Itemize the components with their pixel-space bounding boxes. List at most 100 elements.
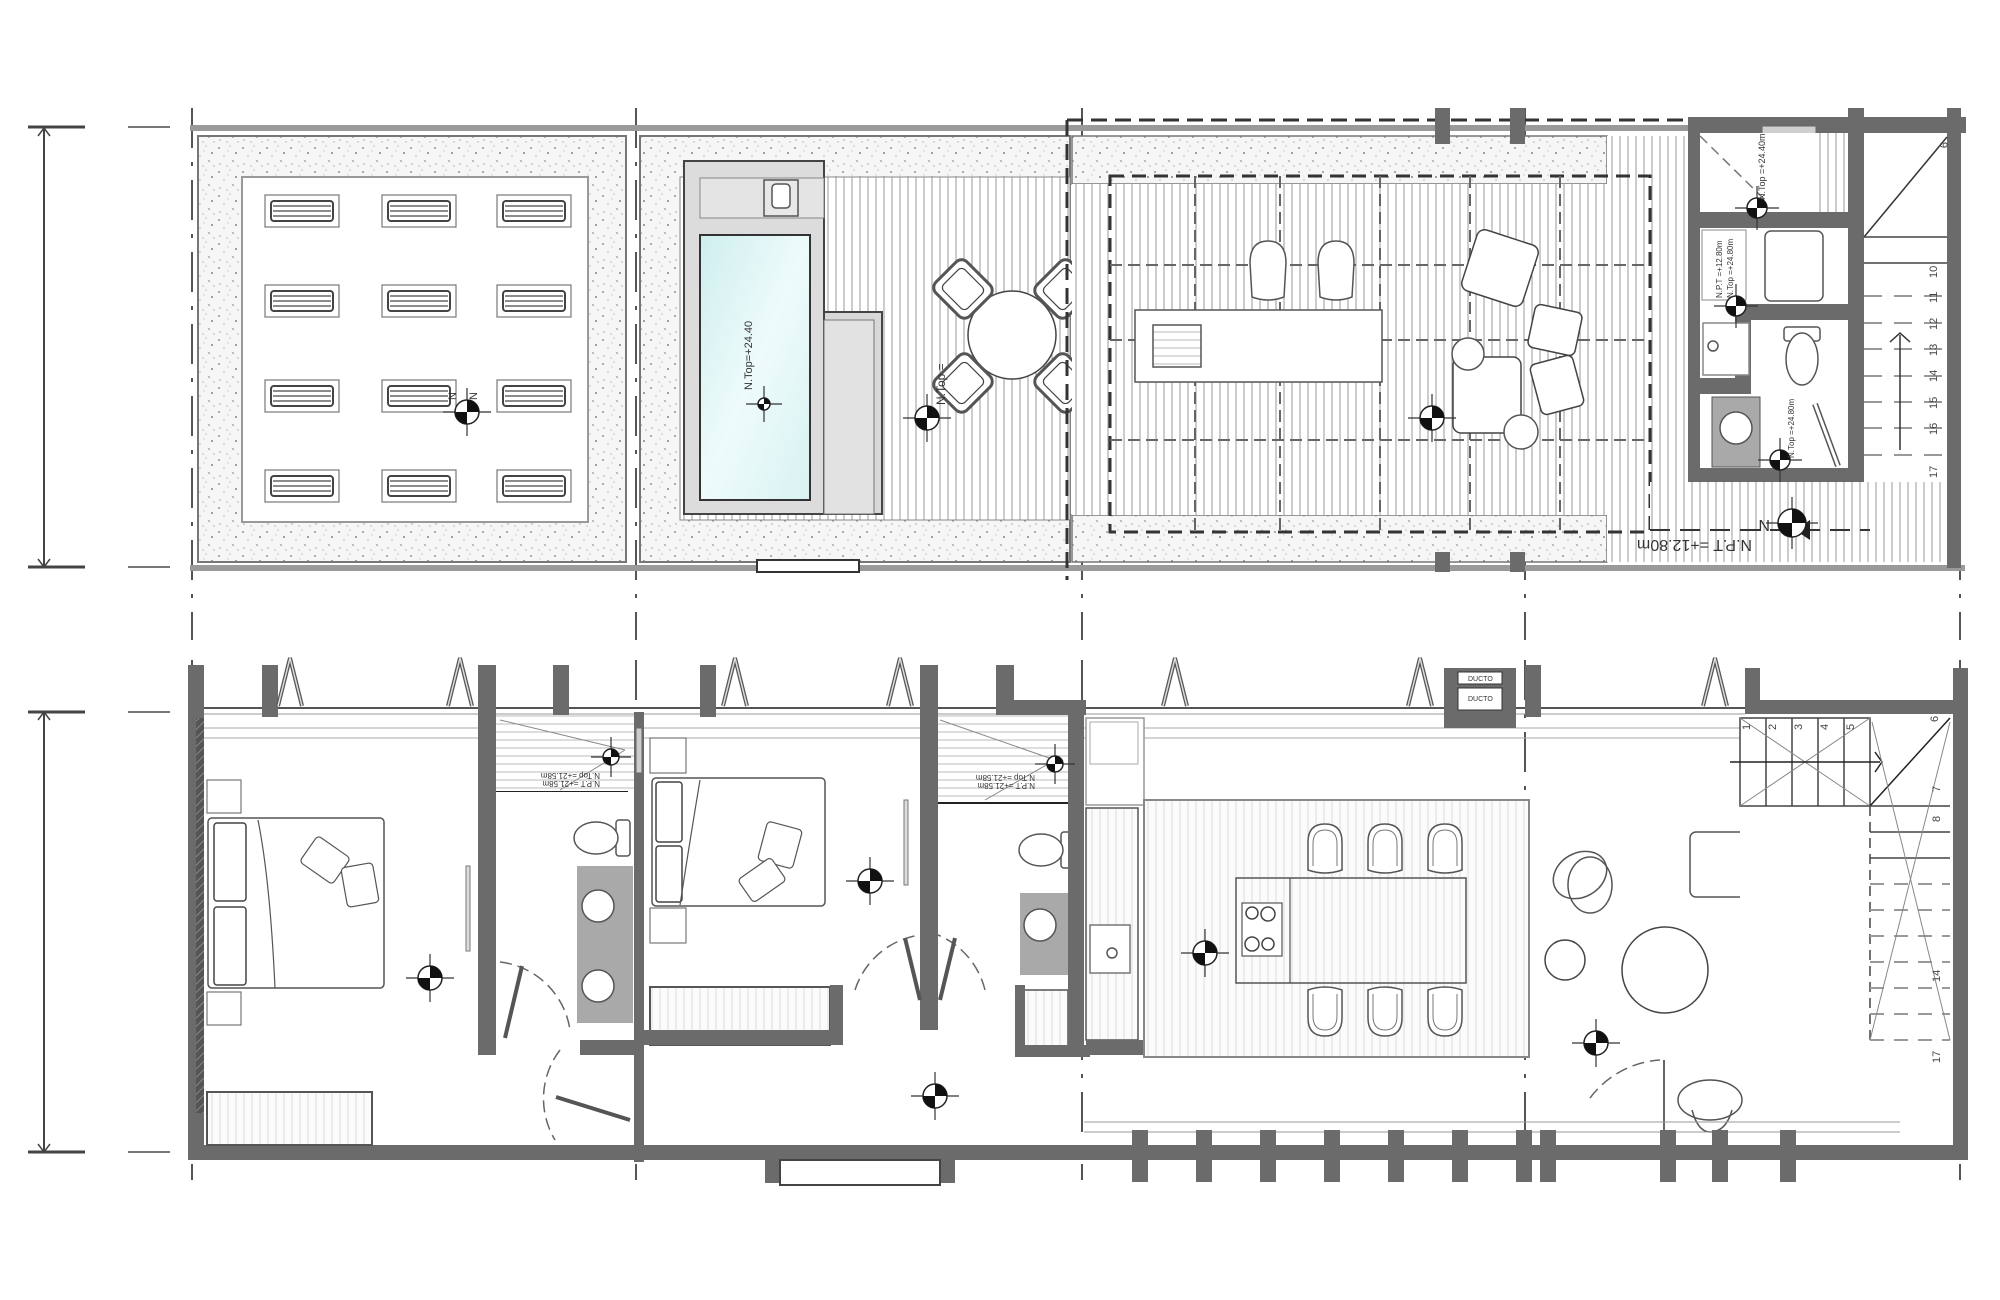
outdoor-kitchen-section [1065,108,1700,580]
stair-step-number: 13 [1928,344,1940,356]
shower-level-label: N.Top =+24.40m [1757,133,1767,200]
stair-step-number: 10 [1928,266,1940,278]
stair-step-number: 3 [1793,724,1805,730]
dining-chair [1307,986,1343,1037]
wall-south [188,1145,1968,1160]
swimming-pool [699,234,811,501]
column [1435,552,1450,572]
folding-shutter [276,657,304,707]
nightstand [649,907,687,944]
level-marker-icon [1714,284,1758,328]
stair-main: 1 2 3 4 5 6 7 8 14 17 [1730,716,1951,1088]
nightstand [206,991,242,1026]
skylight [496,194,572,228]
stair-step-number: 14 [1928,370,1940,382]
nightstand [649,737,687,774]
bedroom-2 [642,737,909,1046]
cushion [340,862,380,908]
skylight [264,194,340,228]
level-marker-icon [903,394,951,442]
utility-sink [1702,322,1750,376]
dining-chair [1367,823,1403,874]
toilet [1018,831,1076,869]
folding-shutter [446,657,474,707]
stair-step-number: 14 [1931,970,1943,982]
level-marker-icon [1758,438,1802,482]
duct-shaft: DUCTO DUCTO [1444,668,1516,728]
level-marker-icon [1572,1019,1620,1067]
duct-label: DUCTO [1468,696,1493,703]
dimension-line-lower [28,710,170,1154]
stair-step-number: 5 [1845,724,1857,730]
pool-level-label: N.Top=+24.40 [743,321,755,390]
level-marker-icon [406,954,454,1002]
folding-shutters [276,657,1729,707]
facade-pier [1660,1130,1676,1182]
pool-equipment [699,177,825,219]
facade-pier [1324,1130,1340,1182]
facade-pier [188,665,204,717]
facade-pier [1525,665,1541,717]
level-label: N [468,392,480,400]
bath-level-label: N.P.T =+21.58m [542,779,600,788]
stair-step-number: 6 [1929,716,1941,722]
stair-step-number: 9 [1937,142,1949,148]
level-marker-icon [1766,497,1818,549]
bathroom-2 [938,715,1090,1057]
terrace-level-label-n: N [1758,516,1770,533]
stair-step-number: 1 [1741,724,1753,730]
stair-step-number: 17 [1928,466,1940,478]
lounge-pouf [1529,354,1585,416]
pillow [655,845,683,903]
bath-level-label: N.Top =+24.80m [1787,399,1796,458]
folding-shutter [1161,657,1189,707]
nightstand [206,779,242,814]
bedroom-1 [206,779,471,1146]
folding-shutter [721,657,749,707]
dining-chair [1367,986,1403,1037]
skylight [496,284,572,318]
facade-piers [188,665,1541,717]
skylight [264,284,340,318]
wall-east [1953,668,1968,1158]
level-markers-main [406,737,1620,1120]
wall-tv-panel [465,865,471,952]
facade-pier [700,665,716,717]
main-floor-plan: 1 2 3 4 5 6 7 8 14 17 DUCTO DUCTO [188,657,1968,1186]
stair-step-number: 16 [1928,423,1940,435]
column [1435,108,1450,144]
dining-chair [1307,823,1343,874]
lounge-chair [1677,1079,1743,1133]
toilet [1783,326,1821,386]
stair-step-number: 4 [1819,724,1831,730]
stair-step-number: 17 [1931,1051,1943,1063]
bar-stool [1317,240,1355,301]
facade-pier [1132,1130,1148,1182]
column [1510,108,1525,144]
skylight-grid [264,194,572,503]
lounge-pouf [1527,303,1583,357]
kitchen-counter [1085,807,1139,1041]
gravel-roof-section [197,135,627,563]
level-marker-icon [591,737,631,777]
coffee-table [1621,926,1709,1014]
level-markers-roof [443,186,1818,549]
dimension-line-upper [28,125,170,569]
wall-tv-panel [903,799,909,886]
skylight [381,379,457,413]
roof-terrace-plan: 9 10 11 12 13 14 15 16 17 N N N.Top=+24.… [190,108,1966,580]
side-table [1544,939,1586,981]
stair-step-number: 2 [1767,724,1779,730]
skylight [264,469,340,503]
grill [1152,324,1202,368]
facade-pier [1260,1130,1276,1182]
lounge-pouf [1461,229,1539,307]
pillow [213,906,247,986]
pool-terrace-section [639,135,1095,573]
sink [581,969,615,1003]
folding-shutter [886,657,914,707]
skylight [381,194,457,228]
cushion [738,858,786,902]
bathroom-1 [496,715,634,1141]
